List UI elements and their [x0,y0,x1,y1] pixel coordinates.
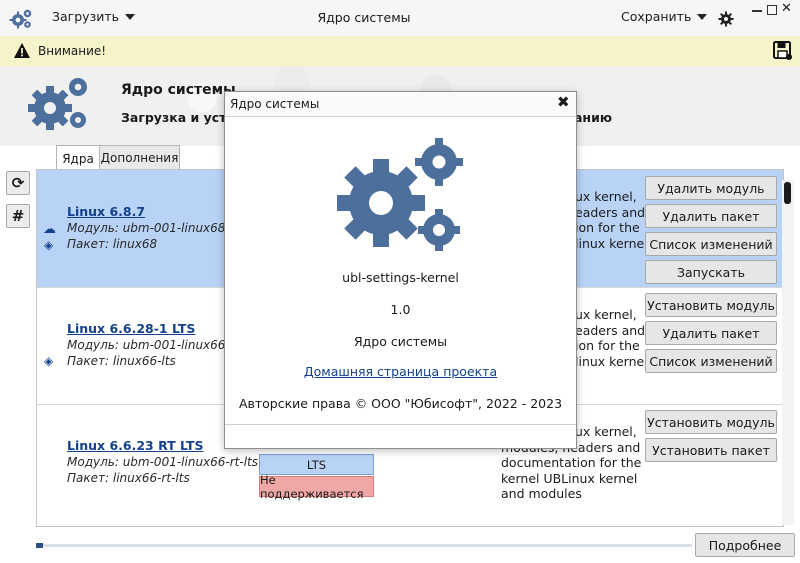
load-menu-button[interactable]: Загрузить [52,9,135,24]
save-floppy-icon[interactable] [773,41,793,64]
kernel-description: ux kernel, eaders and ion for the linux … [575,307,648,369]
kernel-description-line: linux kernel [575,235,648,251]
warning-icon [13,42,31,62]
details-button[interactable]: Подробнее [695,533,795,557]
window-title: Ядро системы [317,10,411,25]
kernel-description-line: documentation for the [501,455,642,470]
install-module-button[interactable]: Установить модуль [645,410,777,434]
kernel-description-line: linux kernel [575,353,648,369]
kernel-description-line: ion for the [575,338,640,353]
kernel-name-link[interactable]: Linux 6.8.7 [67,204,146,219]
banner-subtitle: Загрузка и уста [121,110,235,125]
save-menu-label: Сохранить [621,9,692,24]
remove-package-button[interactable]: Удалить пакет [645,321,777,345]
kernel-description-line: eaders and [575,322,646,338]
warning-bar: Внимание! [0,36,800,67]
settings-gear-icon[interactable] [718,11,734,27]
refresh-button[interactable]: ⟳ [6,171,30,195]
tab-addons[interactable]: Дополнения [99,145,180,170]
kernel-name-link[interactable]: Linux 6.6.28-1 LTS [67,321,196,336]
kernel-description-line: eaders and [575,204,646,220]
about-description: Ядро системы [353,334,448,349]
about-version: 1.0 [390,302,411,317]
tab-kernels[interactable]: Ядра [56,145,100,171]
load-menu-label: Загрузить [52,9,119,24]
install-module-button[interactable]: Установить модуль [645,293,777,317]
install-package-button[interactable]: Установить пакет [645,438,777,462]
dialog-titlebar: Ядро системы ✖ [225,92,576,117]
kernel-module: Модуль: ubm-001-linux68 [67,221,226,235]
package-icon: ◈ [44,238,54,252]
about-app-name: ubl-settings-kernel [342,270,459,285]
kernel-description-line: ion for the [575,220,640,235]
hash-icon: # [11,207,25,225]
module-icon: ☁ [43,222,56,237]
kernel-description-line: kernel UBLinux kernel [501,470,638,486]
close-icon[interactable]: ✕ [781,1,792,16]
progress-bar-fill [36,543,43,548]
remove-package-button[interactable]: Удалить пакет [645,204,777,228]
tab-addons-label: Дополнения [100,151,179,165]
app-logo-gears-icon [335,137,469,258]
unsupported-badge: Не поддерживается [259,473,374,501]
maximize-icon[interactable] [767,5,777,15]
app-gear-icon [9,8,33,30]
chevron-down-icon [697,13,708,20]
kernel-row[interactable]: ◈ Linux 6.6.28-1 LTS Модуль: ubm-001-lin… [37,287,783,405]
changelog-button[interactable]: Список изменений [645,349,777,373]
dialog-divider [225,424,576,425]
banner-gears-icon [26,74,92,139]
lts-badge: LTS [259,454,374,475]
hash-button[interactable]: # [6,204,30,228]
tab-kernels-label: Ядра [62,151,94,166]
kernel-description-line: and modules [501,486,582,501]
kernel-package: Пакет: linux66-lts [67,354,176,368]
minimize-icon[interactable] [752,10,762,12]
banner-subtitle-tail: анию [574,110,612,125]
scrollbar[interactable] [782,180,794,525]
remove-module-button[interactable]: Удалить модуль [645,176,777,200]
kernel-package: Пакет: linux66-rt-lts [67,471,190,485]
scrollbar-thumb[interactable] [784,182,791,204]
kernel-description: ux kernel, eaders and ion for the linux … [575,189,648,251]
launch-button[interactable]: Запускать [645,260,777,284]
header-bar: Загрузить Ядро системы Сохранить ✕ [0,0,800,37]
about-copyright: Авторские права © ООО "Юбисофт", 2022 - … [238,396,563,411]
chevron-down-icon [125,13,135,20]
kernel-module: Модуль: ubm-001-linux66-rt-lts [67,455,259,469]
dialog-title: Ядро системы [230,97,320,111]
progress-bar [36,544,692,547]
refresh-icon: ⟳ [11,174,25,192]
save-menu-button[interactable]: Сохранить [621,9,708,24]
about-homepage-link[interactable]: Домашняя страница проекта [303,364,498,379]
about-dialog: Ядро системы ✖ ubl-settings-kernel 1.0 Я… [224,91,577,449]
banner-title: Ядро системы [121,82,236,98]
kernel-module: Модуль: ubm-001-linux66-l [67,338,234,352]
kernel-description-line: ux kernel, [575,307,637,322]
kernel-description-line: ux kernel, [575,424,637,439]
changelog-button[interactable]: Список изменений [645,232,777,256]
kernel-description-line: ux kernel, [575,189,637,204]
warning-text: Внимание! [38,44,107,58]
kernel-name-link[interactable]: Linux 6.6.23 RT LTS [67,438,204,453]
dialog-close-icon[interactable]: ✖ [557,93,570,111]
kernel-package: Пакет: linux68 [67,237,158,251]
package-icon: ◈ [44,354,54,368]
